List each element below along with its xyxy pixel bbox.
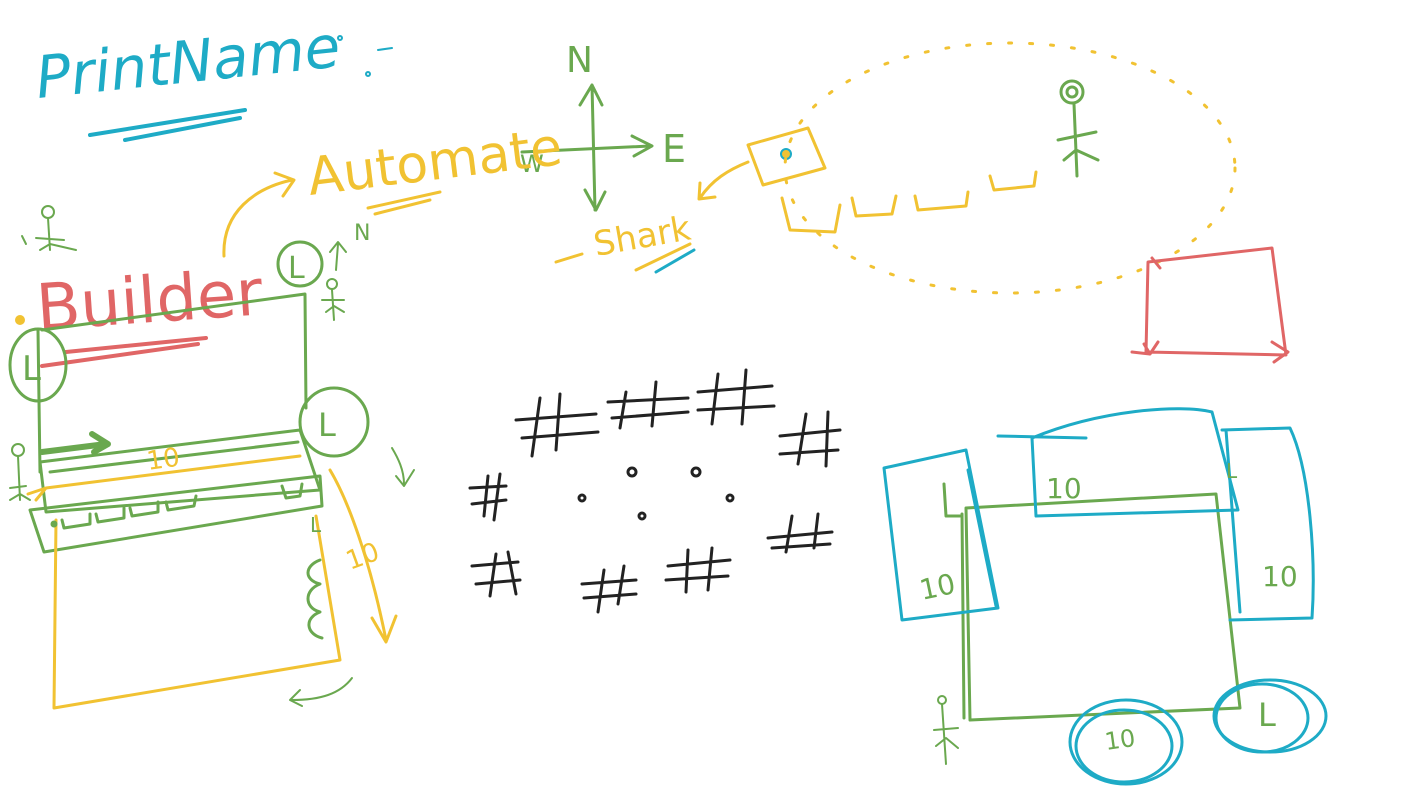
automate-underline-2 — [373, 198, 432, 216]
builder-text: Builder — [34, 256, 266, 346]
l-circle-top-left — [8, 327, 68, 403]
yellow-dot — [15, 315, 25, 325]
l-circle-top-right — [276, 240, 324, 288]
yellow-steps — [780, 170, 1038, 234]
cyan-box-right — [1220, 426, 1315, 622]
dotted-ellipse-group — [783, 41, 1290, 364]
small-n-label: N — [354, 221, 370, 246]
small-up-arrow — [329, 241, 347, 271]
hash-4 — [778, 410, 842, 468]
cyan-circle-bottom-2 — [1074, 708, 1174, 784]
hash-9 — [766, 512, 834, 554]
print-name-dot-2 — [365, 71, 371, 77]
compass-horizontal-line — [520, 134, 654, 158]
person-figure-left-top — [21, 205, 77, 251]
green-bumps — [60, 482, 304, 530]
hash-2 — [606, 380, 690, 430]
red-box — [1130, 246, 1290, 364]
green-bottom-arrow — [289, 677, 353, 707]
automate-group: Automate — [222, 117, 565, 258]
l-circle-right — [298, 386, 370, 458]
dotted-ellipse — [783, 41, 1237, 295]
automate-underline-1 — [366, 190, 442, 210]
yellow-box — [52, 514, 342, 710]
ten-top-box-label: 10 — [1046, 472, 1082, 505]
print-name-underline-1 — [88, 108, 247, 137]
l-bottom-right-label: L — [1258, 696, 1276, 734]
shark-underline-1 — [634, 242, 692, 272]
compass-east-label: E — [662, 127, 686, 171]
cyan-circle-bottom-1 — [1068, 698, 1184, 786]
hash-5 — [468, 472, 508, 522]
dot-3 — [577, 493, 587, 503]
builder-group: Builder — [34, 256, 266, 368]
shark-arrow — [697, 160, 750, 201]
person-figure-bottom — [933, 695, 959, 765]
l-top-left-label: L — [22, 349, 41, 389]
shark-text: Shark — [591, 208, 694, 264]
shark-dash — [554, 252, 584, 264]
yellow-squiggles — [306, 558, 324, 640]
ten-right-box-label: 10 — [1262, 560, 1298, 593]
green-l-mark — [942, 482, 962, 518]
print-name-text: PrintName — [32, 12, 343, 112]
print-name-underline-2 — [123, 116, 242, 142]
shark-group: Shark — [554, 126, 1038, 274]
hash-pattern-group — [468, 368, 842, 614]
ten-left-track-label: 10 — [145, 443, 182, 477]
print-name-dash — [377, 47, 393, 51]
green-square — [960, 492, 1242, 722]
left-structure-group: L L L N 10 10 L — [8, 205, 415, 710]
shark-box — [746, 126, 827, 187]
hash-8 — [664, 546, 732, 594]
builder-underline-1 — [64, 336, 208, 354]
cyan-circle-bottom-right-2 — [1214, 682, 1310, 754]
compass-west-label: W — [520, 150, 544, 178]
dot-4 — [637, 511, 647, 521]
person-figure-top — [1056, 79, 1100, 178]
builder-underline-2 — [40, 342, 200, 368]
print-name-dot-1 — [337, 35, 343, 41]
hash-3 — [696, 368, 776, 426]
ten-left-box-label: 10 — [917, 567, 959, 607]
cyan-box-left — [882, 448, 1000, 622]
hash-6 — [470, 550, 522, 598]
ten-left-side-label: 10 — [342, 537, 383, 577]
dot-1 — [626, 466, 638, 478]
yellow-arrow-right — [328, 468, 398, 644]
shark-underline-2 — [654, 248, 696, 274]
cyan-box-top — [996, 407, 1240, 518]
hash-7 — [580, 564, 638, 614]
automate-curve-arrow — [222, 171, 296, 258]
compass-north-label: N — [566, 40, 593, 81]
l-right-small-label: L — [1226, 459, 1238, 483]
dot-5 — [725, 493, 735, 503]
green-thick-arrow — [39, 431, 111, 455]
print-name-group: PrintName — [32, 12, 393, 142]
green-curl-arrow — [391, 447, 415, 487]
right-structure-group: 10 10 10 10 L L — [882, 407, 1328, 786]
dot-2 — [690, 466, 702, 478]
l-top-right-label: L — [288, 251, 305, 286]
person-figure-left — [9, 443, 31, 501]
hash-1 — [514, 392, 600, 458]
green-track-2 — [28, 474, 324, 554]
green-dot-small — [50, 520, 58, 528]
l-left-small-label: L — [310, 513, 322, 537]
l-right-circle-label: L — [318, 406, 336, 444]
person-figure-top-right — [321, 278, 345, 321]
yellow-track-line — [26, 454, 302, 502]
compass-group: N E W — [520, 40, 686, 212]
ten-bottom-circle-label: 10 — [1103, 724, 1137, 756]
